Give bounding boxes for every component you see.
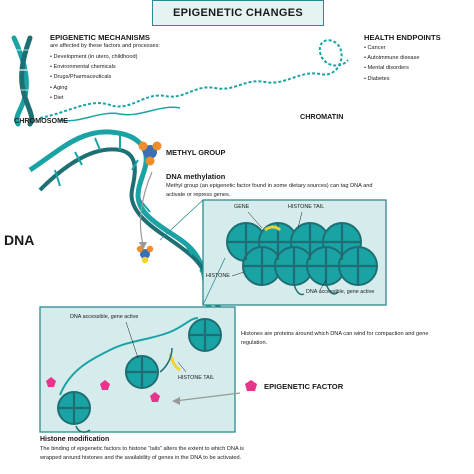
health-list: Cancer Autoimmune disease Mental disorde…	[364, 43, 419, 84]
methylation-arrow	[139, 171, 153, 245]
mechanisms-list: Development (in utero, childhood) Enviro…	[50, 52, 137, 103]
epigenetic-factor-shapes	[46, 377, 257, 402]
dna-accessible-left-label: DNA accessible, gene active	[70, 314, 139, 320]
histone-tail-label: HISTONE TAIL	[288, 204, 325, 210]
list-item: Development (in utero, childhood)	[50, 52, 138, 62]
methyl-tag-icon	[136, 245, 154, 264]
chromosome-icon	[11, 35, 35, 127]
page-title: EPIGENETIC CHANGES	[152, 0, 324, 26]
list-item: Environmental chemicals	[50, 62, 137, 72]
gene-label: GENE	[234, 204, 250, 210]
chromosome-label: CHROMOSOME	[14, 116, 68, 125]
dna-accessible-right-label: DNA accessible, gene active	[306, 289, 375, 295]
methylation-text: Methyl group (an epigenetic factor found…	[166, 183, 373, 198]
histone-cluster-right	[226, 222, 378, 286]
methyl-group-label: METHYL GROUP	[166, 148, 226, 157]
list-item: Mental disorders	[364, 63, 419, 73]
histone-left-top	[188, 318, 222, 352]
factor-arrow	[174, 392, 241, 402]
histone-tail-bottom-label: HISTONE TAIL	[178, 375, 215, 381]
chromatin-label: CHROMATIN	[300, 112, 344, 121]
histones-note: Histones are proteins around which DNA c…	[241, 331, 429, 346]
histone-modification-heading: Histone modification	[40, 436, 110, 443]
list-item: Aging	[50, 83, 137, 93]
list-item: Drugs/Pharmaceuticals	[50, 72, 137, 82]
histone-left-mid	[125, 355, 159, 389]
dna-label: DNA	[4, 232, 35, 248]
health-heading: HEALTH ENDPOINTS	[364, 33, 441, 42]
chromatin-strand	[39, 39, 349, 119]
methylation-heading: DNA methylation	[166, 172, 226, 181]
mechanisms-heading: EPIGENETIC MECHANISMS	[50, 33, 150, 42]
mechanisms-intro: are affected by these factors and proces…	[50, 43, 160, 49]
list-item: Autoimmune disease	[364, 53, 419, 63]
list-item: Cancer	[364, 43, 419, 53]
histone-modification-text: The binding of epigenetic factors to his…	[40, 446, 244, 461]
histone-label: HISTONE	[206, 273, 230, 279]
gene-highlight	[264, 225, 282, 232]
list-item: Diet	[50, 93, 137, 103]
dna-helix	[28, 129, 232, 318]
methyl-group-icon	[138, 141, 162, 166]
epigenetic-factor-label: EPIGENETIC FACTOR	[264, 382, 344, 391]
list-item: Diabetes	[364, 74, 419, 84]
histone-left-bottom	[57, 391, 91, 425]
